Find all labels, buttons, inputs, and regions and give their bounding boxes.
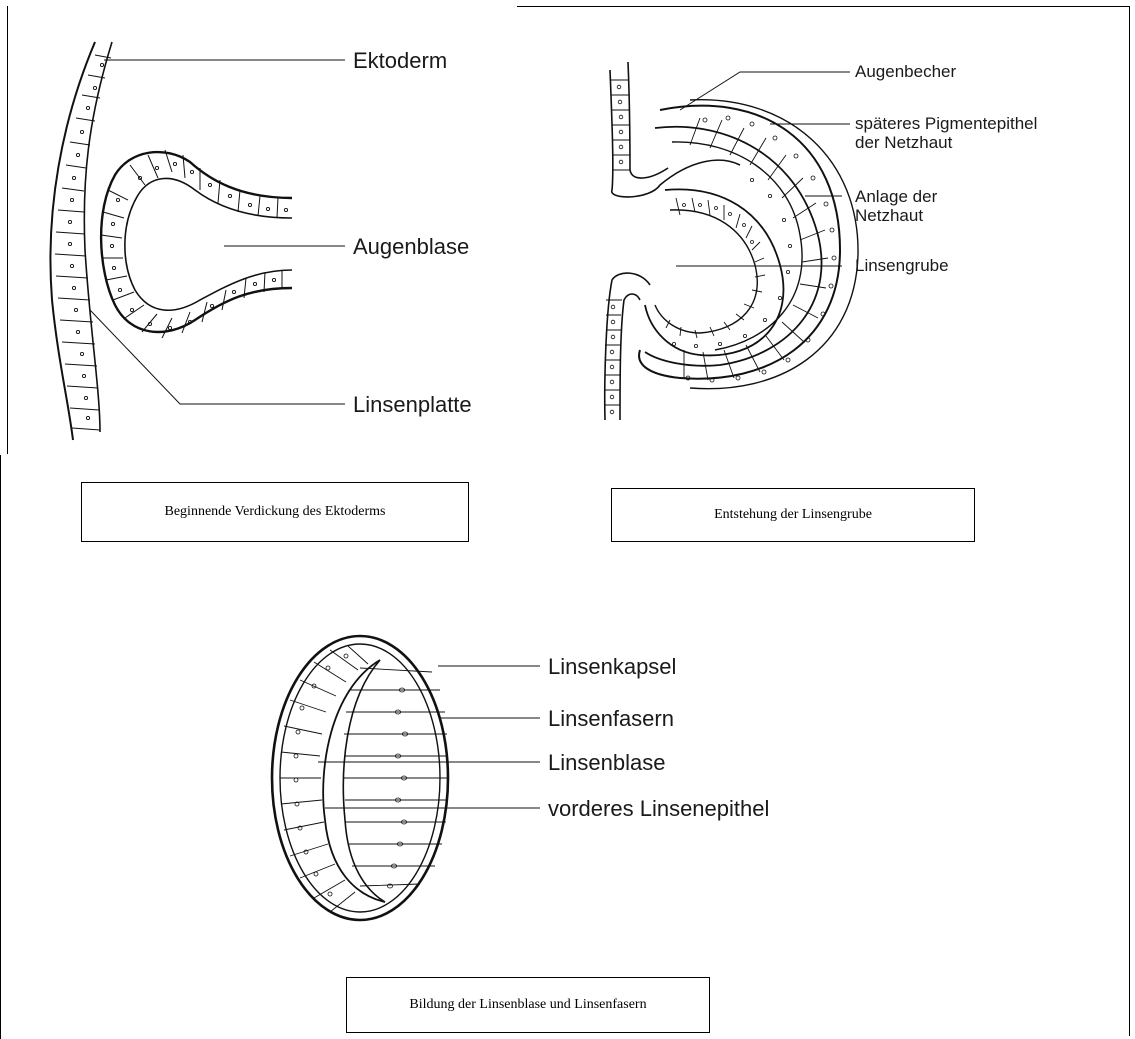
caption-fig3: Bildung der Linsenblase und Linsenfasern	[346, 977, 710, 1033]
ektoderm-layer	[50, 42, 112, 440]
label-augenbecher: Augenbecher	[855, 63, 956, 82]
label-linsenkapsel: Linsenkapsel	[548, 656, 676, 678]
label-pigmentepithel-2: der Netzhaut	[855, 134, 952, 153]
label-augenblase: Augenblase	[353, 236, 469, 258]
linsenblase-lens	[272, 636, 448, 920]
label-vorderes-linsenepithel: vorderes Linsenepithel	[548, 798, 769, 820]
label-linsenplatte: Linsenplatte	[353, 394, 472, 416]
label-ektoderm: Ektoderm	[353, 50, 447, 72]
label-linsengrube: Linsengrube	[855, 257, 949, 276]
label-linsenblase: Linsenblase	[548, 752, 665, 774]
label-anlage-netzhaut-2: Netzhaut	[855, 207, 923, 226]
caption-fig1: Beginnende Verdickung des Ektoderms	[81, 482, 469, 542]
leader-lines-fig2	[676, 72, 850, 266]
leader-lines-fig1	[90, 60, 345, 404]
label-anlage-netzhaut-1: Anlage der	[855, 188, 937, 207]
augenblase-vesicle	[101, 150, 292, 338]
label-linsenfasern: Linsenfasern	[548, 708, 674, 730]
caption-fig2: Entstehung der Linsengrube	[611, 488, 975, 542]
label-pigmentepithel-1: späteres Pigmentepithel	[855, 115, 1037, 134]
augenbecher-cup	[605, 62, 858, 420]
